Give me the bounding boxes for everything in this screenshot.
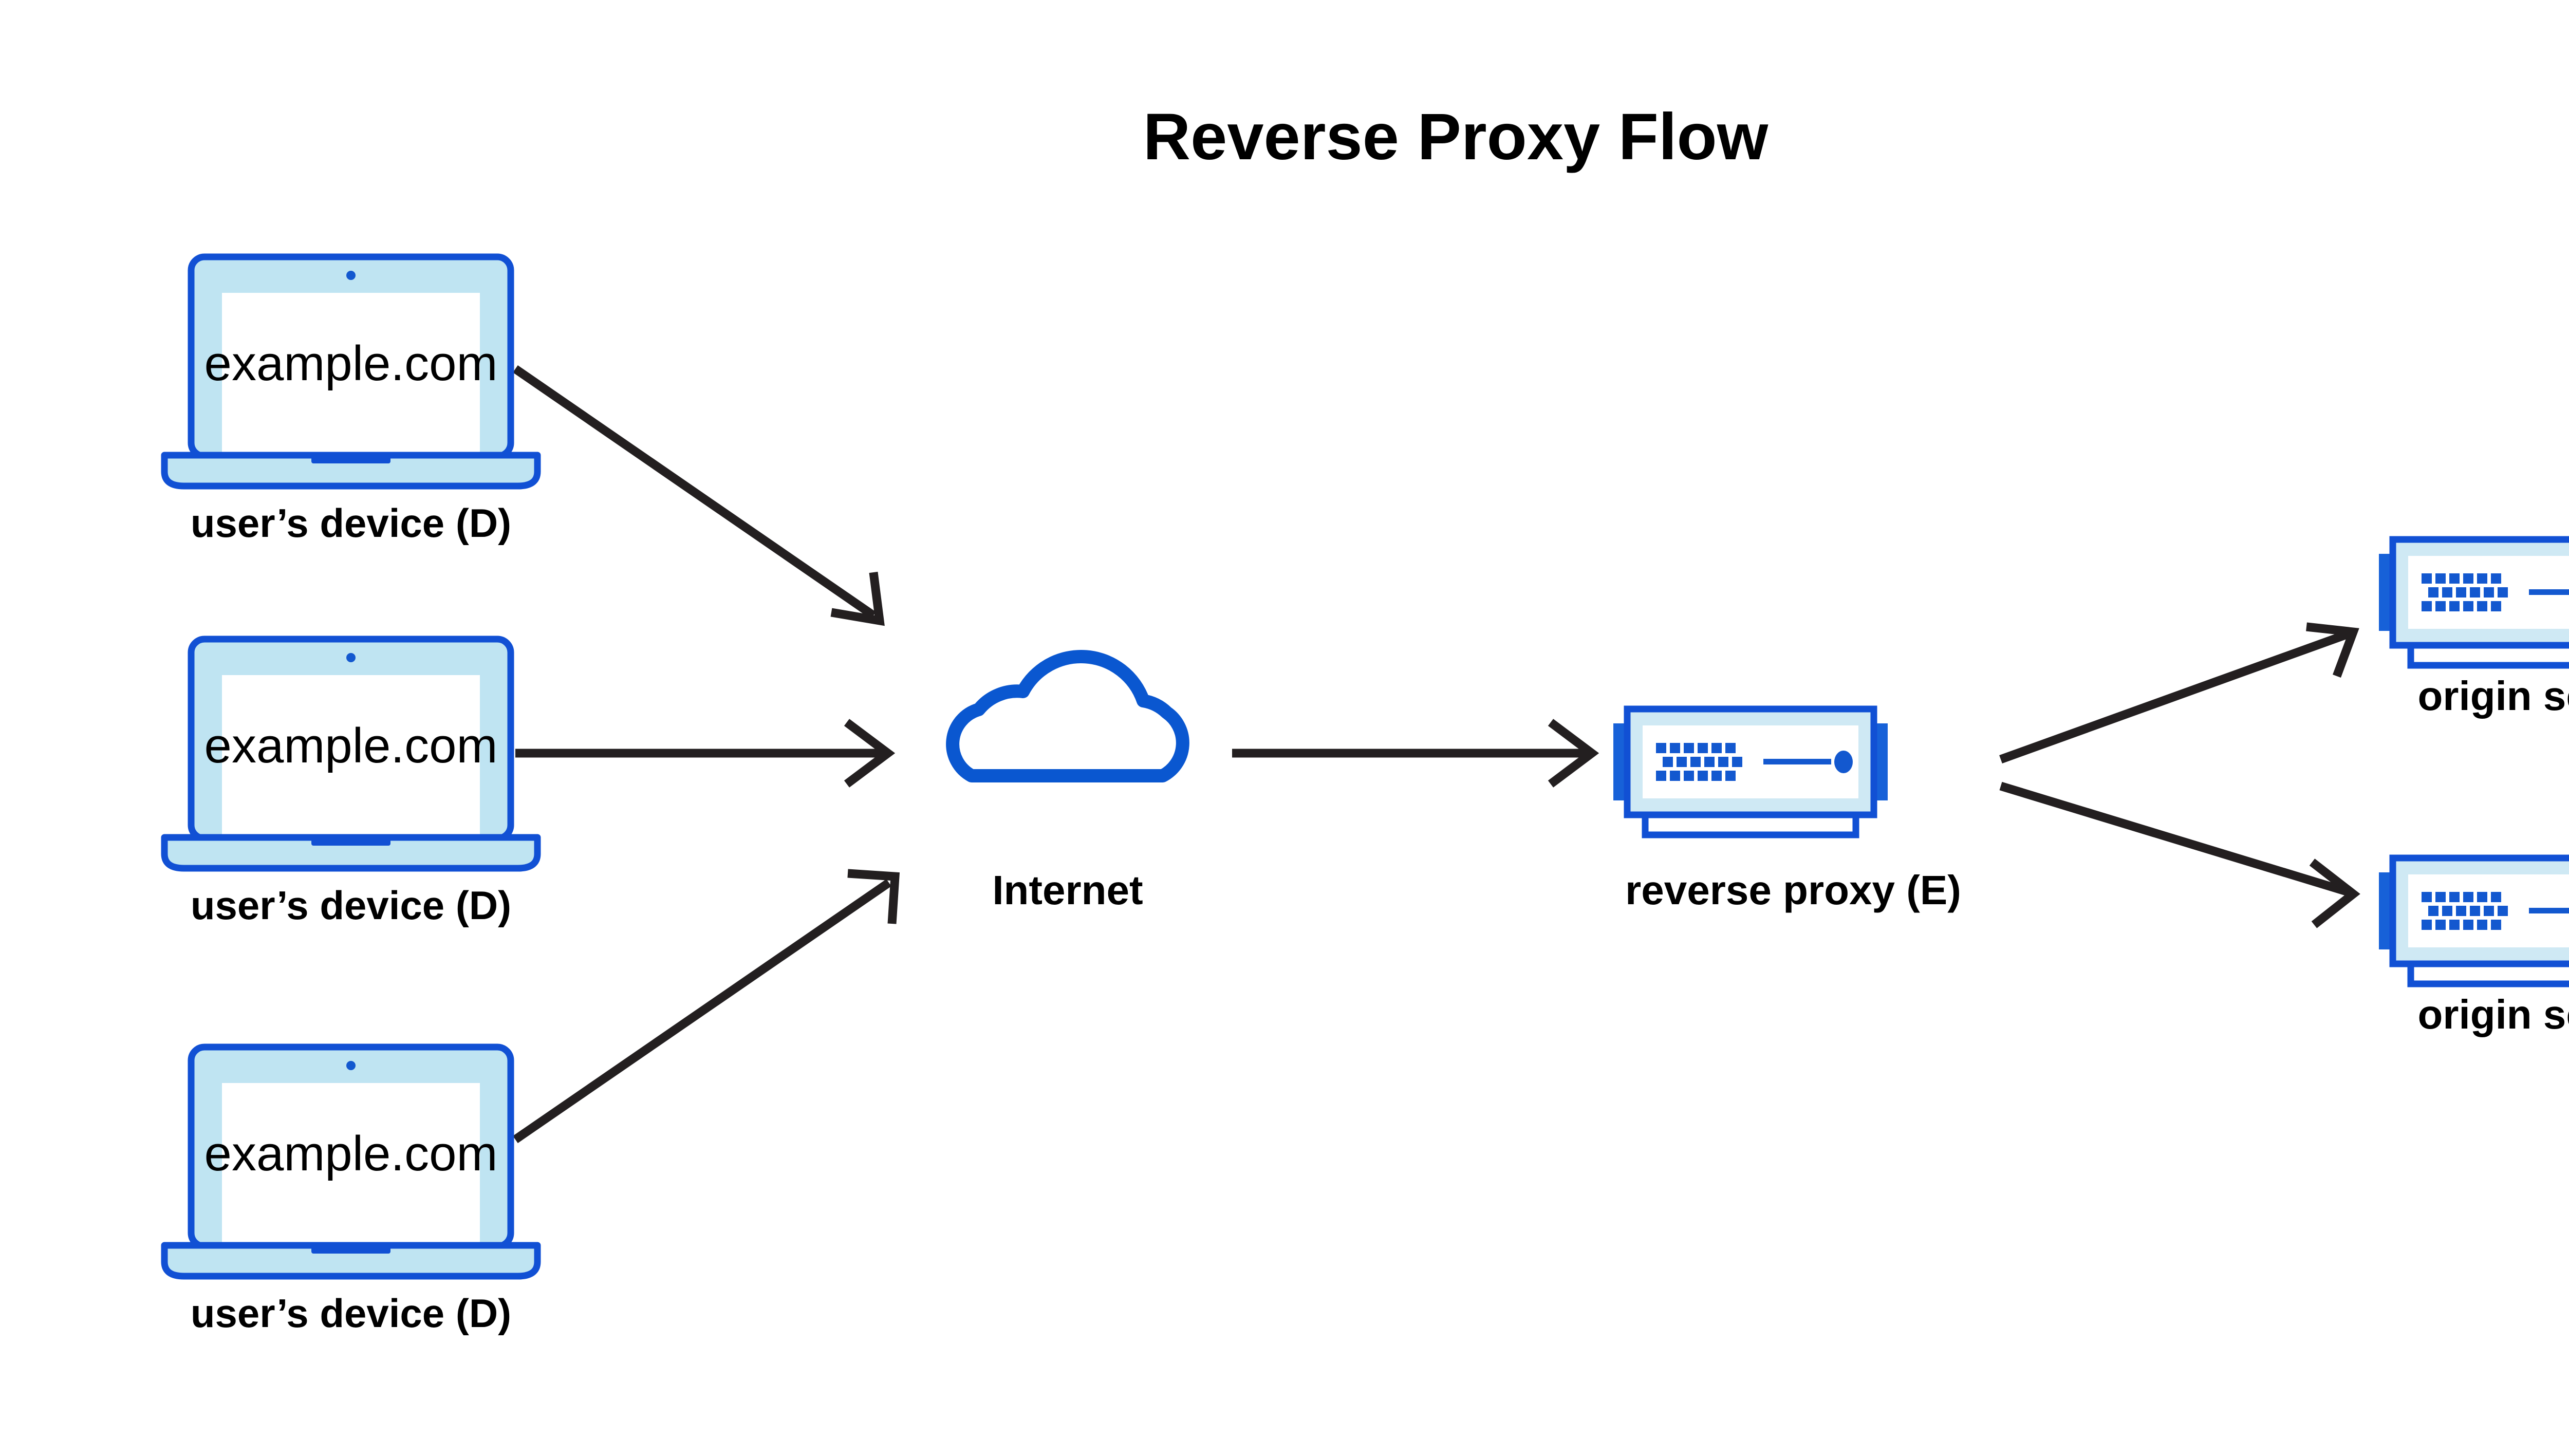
edge-proxy-to-origin-top — [1999, 622, 2359, 763]
server-icon — [2379, 539, 2569, 665]
edge-internet-to-proxy — [1232, 719, 1599, 788]
edge-device-middle-to-internet — [515, 719, 896, 788]
edge-device-bottom-to-internet — [513, 869, 900, 1144]
page-title: Reverse Proxy Flow — [1143, 100, 1768, 174]
cloud-icon — [953, 657, 1183, 776]
node-origin-server-top[interactable]: origin server (F) — [2379, 539, 2569, 719]
server-icon — [1613, 709, 1888, 835]
device-screen-text-bottom: example.com — [204, 1126, 498, 1181]
device-screen-text-top: example.com — [204, 336, 498, 391]
edge-proxy-to-origin-bottom — [1999, 781, 2360, 928]
device-screen-text-middle: example.com — [204, 718, 498, 773]
device-label-bottom: user’s device (D) — [191, 1291, 511, 1336]
node-origin-server-bottom[interactable]: origin server (F) — [2379, 858, 2569, 1037]
internet-label: Internet — [992, 867, 1143, 913]
device-label-top: user’s device (D) — [191, 500, 511, 546]
server-icon — [2379, 858, 2569, 984]
reverse-proxy-label: reverse proxy (E) — [1625, 867, 1961, 913]
node-internet[interactable]: Internet — [953, 657, 1183, 913]
edge-device-top-to-internet — [513, 365, 885, 626]
device-label-middle: user’s device (D) — [191, 883, 511, 928]
node-reverse-proxy[interactable]: reverse proxy (E) — [1613, 709, 1961, 913]
node-user-device-top[interactable]: example.com user’s device (D) — [164, 257, 537, 546]
node-user-device-bottom[interactable]: example.com user’s device (D) — [164, 1047, 537, 1336]
origin-server-label-bottom: origin server (F) — [2417, 992, 2569, 1037]
edges-layer — [513, 365, 2360, 1144]
origin-server-label-top: origin server (F) — [2417, 673, 2569, 719]
node-user-device-middle[interactable]: example.com user’s device (D) — [164, 639, 537, 928]
